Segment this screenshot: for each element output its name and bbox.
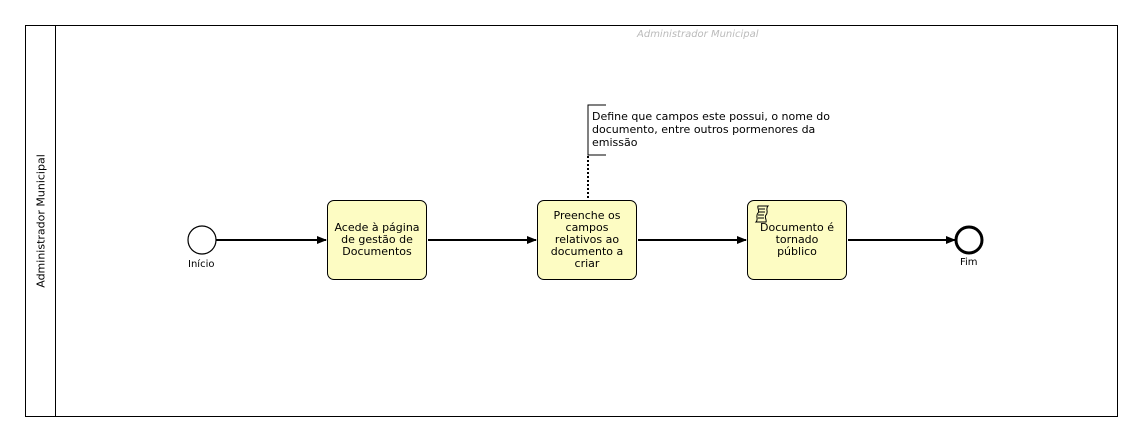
task-label: Documento é tornado público: [760, 221, 834, 258]
annotation-text: Define que campos este possui, o nome do…: [592, 110, 830, 149]
start-event[interactable]: [187, 225, 217, 255]
text-annotation[interactable]: Define que campos este possui, o nome do…: [592, 110, 832, 149]
task-fill-document-fields[interactable]: Preenche os campos relativos ao document…: [537, 200, 637, 280]
script-icon: [754, 205, 770, 223]
pool-header: Administrador Municipal: [26, 26, 56, 416]
task-publish-document[interactable]: Documento é tornado público: [747, 200, 847, 280]
end-event-label: Fim: [960, 257, 978, 268]
annotation-bracket: [587, 104, 606, 156]
task-label: Acede à página de gestão de Documentos: [334, 221, 420, 258]
end-event[interactable]: [954, 225, 984, 255]
task-access-documents-page[interactable]: Acede à página de gestão de Documentos: [327, 200, 427, 280]
start-event-label: Início: [188, 259, 215, 270]
task-label: Preenche os campos relativos ao document…: [550, 209, 624, 270]
lane-label: Administrador Municipal: [637, 29, 759, 40]
pool: Administrador Municipal: [25, 25, 1118, 417]
